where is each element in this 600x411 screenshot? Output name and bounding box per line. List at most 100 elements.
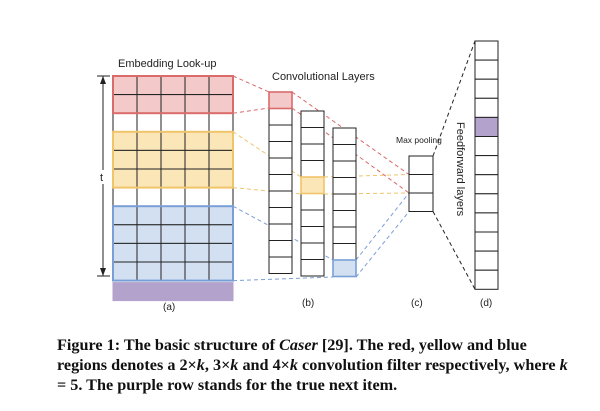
yellow-filter-region	[112, 130, 234, 189]
conv-column-red	[268, 91, 293, 274]
conv-cell	[332, 160, 357, 178]
conv-cell	[268, 256, 293, 274]
conv-cell	[332, 210, 357, 228]
conv-cell	[268, 157, 293, 175]
conv-cell	[332, 259, 357, 277]
caption-k-2: k	[230, 356, 239, 374]
conv-cell	[332, 127, 357, 145]
feedforward-cell	[474, 231, 499, 252]
embedding-cell	[136, 94, 162, 114]
conv-cell	[332, 177, 357, 195]
red-filter-region	[112, 75, 234, 115]
blue-filter-region	[112, 205, 234, 282]
embedding-cell	[208, 131, 234, 151]
feedforward-cell	[474, 136, 499, 157]
conv-column-blue	[332, 127, 357, 278]
caption-k-3: k	[289, 356, 298, 374]
caption-k-1: k	[196, 356, 205, 374]
embedding-cell	[160, 168, 186, 189]
caption-lead: Figure 1:	[57, 336, 121, 354]
embedding-cell	[136, 112, 162, 133]
conv-cell	[268, 141, 293, 159]
embedding-cell	[136, 168, 162, 189]
embedding-cell	[208, 149, 234, 170]
red-connector	[232, 75, 270, 93]
embedding-cell	[160, 205, 186, 226]
embedding-cell	[112, 261, 138, 282]
conv-highlight-cell	[300, 176, 325, 195]
embedding-cell	[208, 205, 234, 226]
embedding-cell	[184, 94, 210, 114]
conv-cell	[268, 124, 293, 142]
caption-k-4: k	[559, 356, 568, 374]
conv-cell	[300, 127, 325, 145]
caption-text-3: , 3×	[204, 356, 231, 374]
conv-cell	[300, 209, 325, 227]
embedding-cell	[136, 75, 162, 96]
embedding-cell	[112, 75, 138, 96]
conv-cell	[300, 226, 325, 244]
conv-highlight-cell	[332, 259, 357, 278]
feedforward-cell	[474, 174, 499, 195]
feedforward-layers-label: Feedforward layers	[454, 122, 466, 217]
conv-cell	[332, 243, 357, 261]
conv-cell	[332, 226, 357, 244]
embedding-cell	[184, 187, 210, 207]
embedding-cell	[208, 224, 234, 244]
convolutional-layers-label: Convolutional Layers	[272, 71, 375, 83]
pool-to-ff-connector	[432, 211, 476, 290]
conv-cell	[300, 110, 325, 128]
max-pooling-vector	[408, 155, 434, 212]
embedding-matrix	[112, 75, 234, 302]
sublabel-a: (a)	[163, 302, 175, 313]
embedding-cell	[136, 224, 162, 244]
blue-connector	[355, 211, 410, 278]
embedding-cell	[208, 75, 234, 96]
feedforward-cell	[474, 193, 499, 214]
embedding-cell	[208, 242, 234, 263]
conv-cell	[300, 160, 325, 178]
caser-architecture-diagram: Embedding Look-up Convolutional Layers M…	[96, 40, 499, 313]
embedding-cell	[160, 149, 186, 170]
embedding-cell	[184, 168, 210, 189]
embedding-cell	[112, 168, 138, 189]
sublabel-c: (c)	[411, 298, 423, 309]
figure-caption: Figure 1: The basic structure of Caser […	[57, 335, 577, 395]
caption-text-4: and 4×	[238, 356, 290, 374]
embedding-cell	[160, 187, 186, 207]
caption-text-1: The basic structure of	[120, 336, 280, 354]
red-connector	[232, 107, 270, 114]
embedding-cell	[184, 261, 210, 282]
feedforward-vector	[474, 40, 499, 290]
embedding-cell	[136, 205, 162, 226]
embedding-cell	[184, 131, 210, 151]
conv-cell	[268, 91, 293, 109]
conv-cell	[332, 144, 357, 162]
embedding-cell	[112, 187, 138, 207]
embedding-cell	[160, 224, 186, 244]
caption-text-5: convolution filter respectively, where	[298, 356, 560, 374]
conv-cell	[300, 242, 325, 260]
conv-cell	[268, 174, 293, 192]
feedforward-cell	[474, 97, 499, 118]
conv-cell	[300, 259, 325, 277]
pool-cell	[408, 155, 434, 175]
embedding-cell	[184, 224, 210, 244]
max-pooling-label: Max pooling	[396, 135, 442, 145]
sublabel-b: (b)	[302, 298, 314, 309]
feedforward-cell	[474, 155, 499, 176]
embedding-cell	[112, 205, 138, 226]
embedding-cell	[160, 242, 186, 263]
t-label: t	[100, 172, 103, 184]
conv-cell	[300, 176, 325, 194]
blue-connector	[232, 276, 334, 282]
embedding-cell	[136, 242, 162, 263]
embedding-cell	[136, 261, 162, 282]
conv-cell	[300, 143, 325, 161]
sublabel-d: (d)	[480, 298, 492, 309]
embedding-cell	[112, 224, 138, 244]
feedforward-cell	[474, 212, 499, 233]
pool-cell	[408, 192, 434, 212]
embedding-cell	[160, 75, 186, 96]
embedding-cell	[208, 187, 234, 207]
